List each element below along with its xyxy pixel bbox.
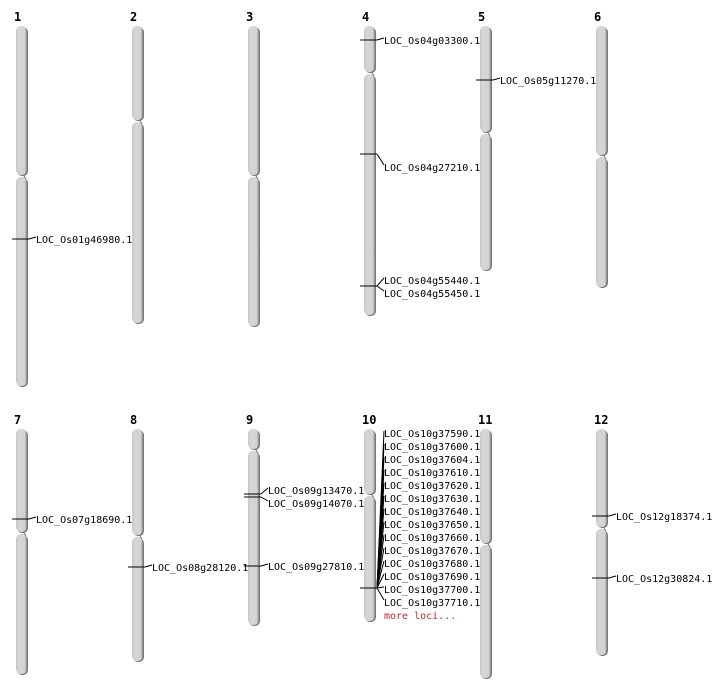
locus-connector (376, 277, 385, 287)
locus-connector (376, 547, 385, 589)
locus-label[interactable]: LOC_Os10g37710.1 (384, 598, 480, 609)
locus-label[interactable]: LOC_Os12g18374.1 (616, 512, 712, 523)
chromosome-q-arm (132, 537, 143, 661)
chromosome-q-arm (480, 545, 491, 678)
locus-label[interactable]: LOC_Os04g55450.1 (384, 289, 480, 300)
locus-connector (260, 487, 269, 495)
locus-label[interactable]: LOC_Os10g37660.1 (384, 533, 480, 544)
chromosome-p-arm (248, 26, 259, 175)
chromosome-q-arm (596, 529, 607, 655)
chromosome-q-arm (132, 122, 143, 323)
locus-connector (376, 37, 385, 41)
locus-label[interactable]: LOC_Os04g27210.1 (384, 163, 480, 174)
chromosome-number: 6 (594, 10, 601, 24)
locus-label[interactable]: LOC_Os10g37700.1 (384, 585, 480, 596)
centromere (23, 172, 27, 180)
chromosome-p-arm (480, 429, 491, 543)
locus-label[interactable]: LOC_Os09g14070.1 (268, 499, 364, 510)
locus-connector (376, 586, 385, 589)
centromere (603, 524, 607, 532)
locus-connector (376, 285, 385, 292)
more-loci-link[interactable]: more loci... (384, 611, 456, 622)
locus-label[interactable]: LOC_Os04g55440.1 (384, 276, 480, 287)
chromosome-q-arm (16, 177, 27, 386)
chromosome-p-arm (480, 26, 491, 132)
chromosome-q-arm (248, 451, 259, 625)
chromosome-q-arm (16, 534, 27, 674)
centromere (139, 532, 143, 540)
locus-label[interactable]: LOC_Os10g37590.1 (384, 429, 480, 440)
chromosome-p-arm (16, 26, 27, 175)
chromosome-p-arm (16, 429, 27, 532)
chromosome-number: 1 (14, 10, 21, 24)
locus-connector (376, 587, 385, 601)
chromosome-q-arm (248, 177, 259, 326)
locus-label[interactable]: LOC_Os09g27810.1 (268, 562, 364, 573)
locus-label[interactable]: LOC_Os10g37670.1 (384, 546, 480, 557)
locus-label[interactable]: LOC_Os08g28120.1 (152, 563, 248, 574)
locus-connector (260, 496, 269, 502)
chromosome-number: 3 (246, 10, 253, 24)
locus-label[interactable]: LOC_Os10g37610.1 (384, 468, 480, 479)
chromosome-p-arm (248, 429, 259, 449)
locus-label[interactable]: LOC_Os05g11270.1 (500, 76, 596, 87)
chromosome-number: 10 (362, 413, 376, 427)
locus-connector (492, 77, 501, 81)
locus-connector (144, 564, 153, 568)
centromere (487, 540, 491, 548)
chromosome-p-arm (364, 429, 375, 494)
locus-connector (376, 560, 385, 589)
chromosome-p-arm (596, 429, 607, 527)
chromosome-number: 7 (14, 413, 21, 427)
chromosome-number: 4 (362, 10, 369, 24)
centromere (487, 129, 491, 137)
chromosome-q-arm (364, 74, 375, 315)
locus-label[interactable]: LOC_Os10g37650.1 (384, 520, 480, 531)
centromere (255, 446, 259, 454)
chromosome-p-arm (132, 429, 143, 535)
locus-label[interactable]: LOC_Os10g37600.1 (384, 442, 480, 453)
locus-label[interactable]: LOC_Os10g37640.1 (384, 507, 480, 518)
locus-label[interactable]: LOC_Os10g37620.1 (384, 481, 480, 492)
locus-connector (376, 153, 385, 166)
locus-label[interactable]: LOC_Os10g37690.1 (384, 572, 480, 583)
centromere (371, 491, 375, 499)
locus-label[interactable]: LOC_Os01g46980.1 (36, 235, 132, 246)
locus-connector (608, 513, 617, 517)
locus-connector (260, 563, 269, 567)
chromosome-q-arm (596, 157, 607, 287)
chromosome-p-arm (364, 26, 375, 72)
locus-connector (608, 575, 617, 579)
locus-label[interactable]: LOC_Os10g37680.1 (384, 559, 480, 570)
centromere (603, 152, 607, 160)
chromosome-number: 12 (594, 413, 608, 427)
locus-connector (28, 236, 37, 240)
chromosome-q-arm (480, 134, 491, 270)
centromere (371, 69, 375, 77)
chromosome-number: 5 (478, 10, 485, 24)
locus-label[interactable]: LOC_Os07g18690.1 (36, 515, 132, 526)
locus-label[interactable]: LOC_Os12g30824.1 (616, 574, 712, 585)
centromere (139, 117, 143, 125)
chromosome-number: 2 (130, 10, 137, 24)
centromere (255, 172, 259, 180)
chromosome-number: 11 (478, 413, 492, 427)
chromosome-number: 8 (130, 413, 137, 427)
locus-label[interactable]: LOC_Os09g13470.1 (268, 486, 364, 497)
locus-label[interactable]: LOC_Os10g37604.1 (384, 455, 480, 466)
centromere (23, 529, 27, 537)
chromosome-p-arm (596, 26, 607, 155)
locus-label[interactable]: LOC_Os10g37630.1 (384, 494, 480, 505)
chromosome-p-arm (132, 26, 143, 120)
locus-label[interactable]: LOC_Os04g03300.1 (384, 36, 480, 47)
locus-connector (376, 573, 385, 589)
chromosome-number: 9 (246, 413, 253, 427)
chromosome-q-arm (364, 496, 375, 621)
locus-connector (28, 516, 37, 520)
